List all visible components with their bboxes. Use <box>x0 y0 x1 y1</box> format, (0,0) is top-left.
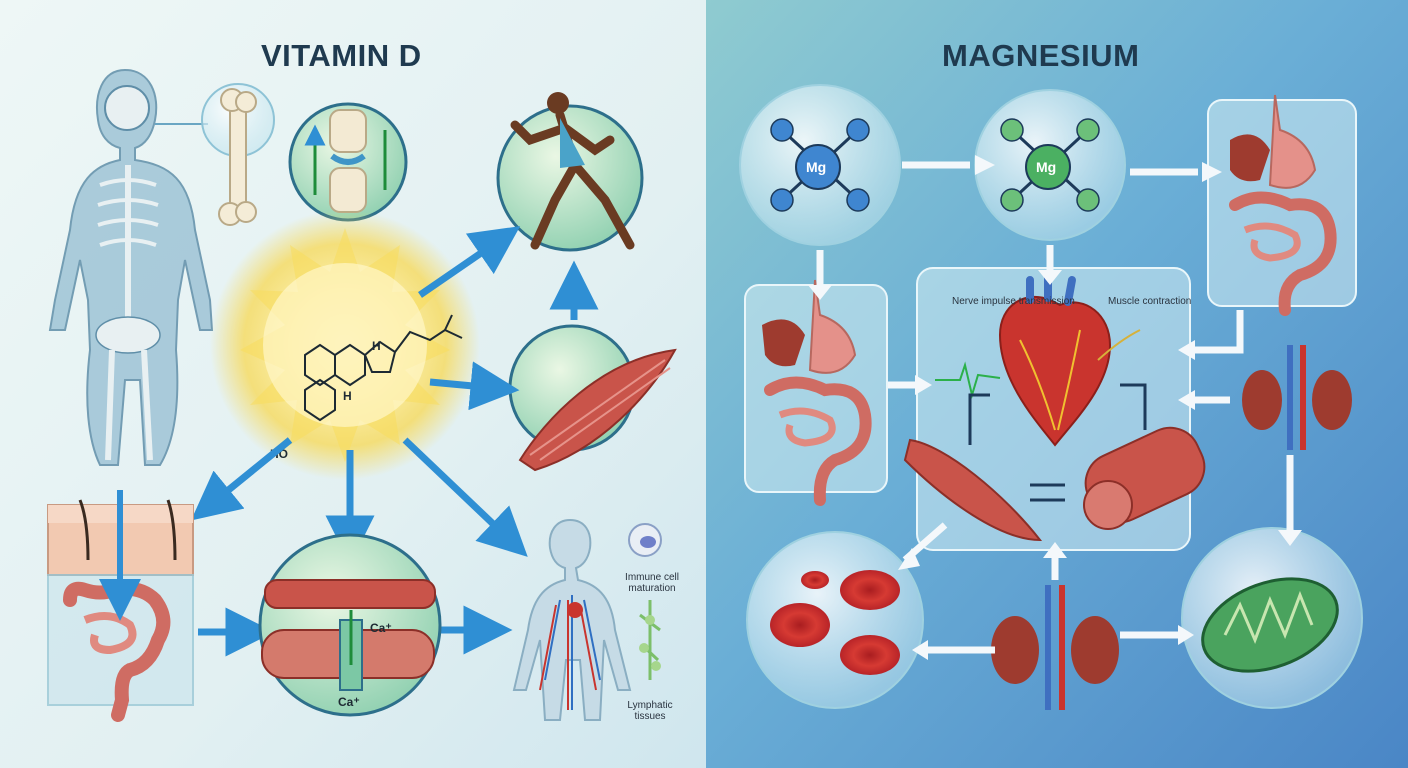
runner-icon <box>496 92 644 252</box>
kidney-icon <box>991 585 1119 710</box>
muscle-icon <box>508 324 677 472</box>
magnesium-arrowheads <box>808 155 1302 660</box>
mitochondria-icon <box>1181 527 1363 709</box>
vitamin-d-title: VITAMIN D <box>261 38 422 73</box>
digestive-organs-icon <box>1207 94 1357 316</box>
hydrogen-label-1: H <box>372 339 381 353</box>
bone-icon <box>201 83 275 226</box>
digestive-organs-icon <box>744 279 888 506</box>
immune-cell-icon <box>628 523 662 557</box>
magnesium-title: MAGNESIUM <box>942 38 1140 73</box>
sun-icon <box>210 210 480 480</box>
magnesium-molecule-icon <box>739 84 901 246</box>
mg-symbol-1: Mg <box>806 159 826 175</box>
lymphatic-tissues-label: Lymphatic tissues <box>627 700 673 722</box>
red-blood-cell-icon <box>746 531 924 709</box>
calcium-label-upper: Ca⁺ <box>370 621 392 635</box>
magnesium-molecule-icon <box>974 89 1126 241</box>
muscle-contraction-label: Muscle contraction <box>1108 296 1191 307</box>
calcium-channel-icon <box>258 533 442 717</box>
skeleton-icon <box>48 68 214 466</box>
knee-joint-icon <box>288 102 408 222</box>
nerve-impulse-label: Nerve impulse transmission <box>952 296 1075 307</box>
kidney-icon <box>1242 345 1352 450</box>
mg-symbol-2: Mg <box>1036 159 1056 175</box>
calcium-label-lower: Ca⁺ <box>338 695 360 709</box>
circulatory-body-icon <box>512 518 632 721</box>
immune-cell-maturation-label: Immune cell maturation <box>625 572 679 594</box>
heart-arrows <box>968 383 1147 502</box>
heart-icon <box>903 267 1206 551</box>
lymph-icon <box>639 600 661 680</box>
hydrogen-label-2: H <box>343 389 352 403</box>
vitamin-d-arrows <box>190 226 599 657</box>
